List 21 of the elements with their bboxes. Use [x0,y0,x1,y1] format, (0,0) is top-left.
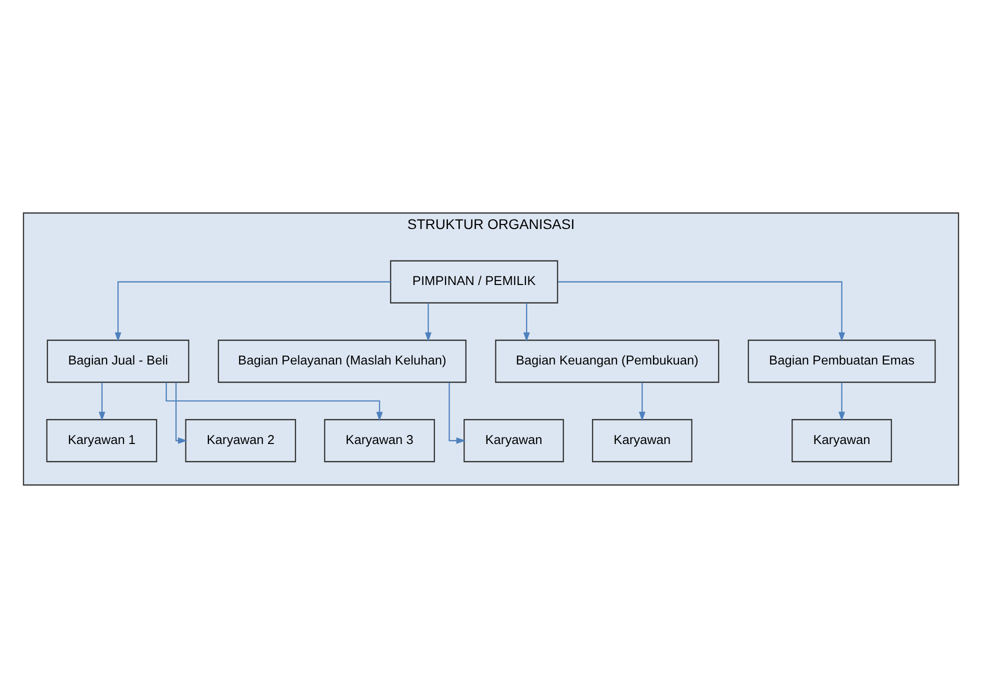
arrow [523,303,530,342]
node-box: Bagian Jual - Beli [46,340,190,383]
node-box: Karyawan 3 [324,419,435,462]
arrow [838,382,846,422]
node-box: Bagian Keuangan (Pembukuan) [495,340,720,383]
node-box: Bagian Pembuatan Emas [748,340,936,383]
node-box: Karyawan 2 [185,419,296,462]
node-box: Karyawan 1 [46,419,158,462]
arrow [638,382,646,422]
arrow [98,382,106,422]
node-box: PIMPINAN / PEMILIK [390,260,558,304]
arrow [424,303,432,342]
arrow [175,382,188,444]
arrow [166,382,383,422]
arrow [448,382,466,444]
arrow [558,281,846,342]
node-box: Karyawan [464,419,564,462]
arrow [114,281,391,342]
node-box: Karyawan [592,419,692,462]
node-box: Bagian Pelayanan (Maslah Keluhan) [218,340,466,383]
node-box: Karyawan [792,419,892,462]
